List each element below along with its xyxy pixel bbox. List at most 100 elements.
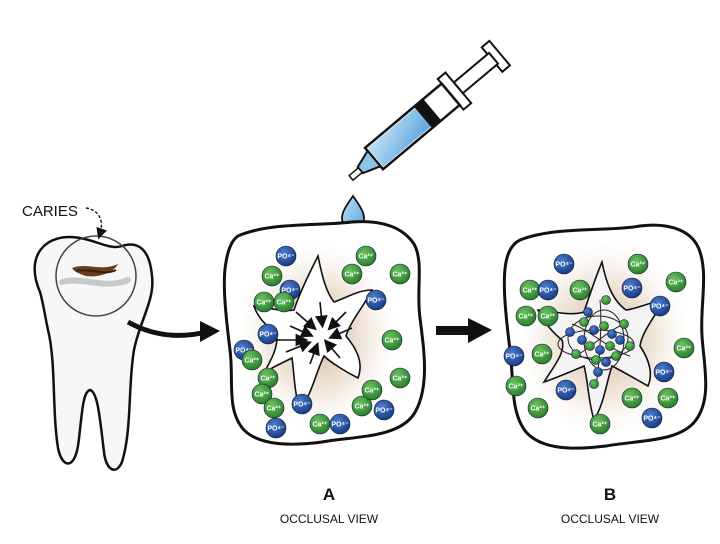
svg-text:Ca²⁺: Ca²⁺ (625, 396, 640, 403)
calcium-ion: Ca²⁺ (505, 375, 527, 397)
panel-b-ions: PO⁴⁻Ca²⁺Ca²⁺Ca²⁺PO⁴⁻Ca²⁺PO⁴⁻Ca²⁺Ca²⁺PO⁴⁻… (503, 253, 695, 435)
calcium-ion: Ca²⁺ (665, 271, 687, 293)
svg-text:Ca²⁺: Ca²⁺ (541, 314, 556, 321)
calcium-ion: Ca²⁺ (621, 387, 643, 409)
calcium-ion: Ca²⁺ (389, 367, 411, 389)
calcium-ion (601, 295, 611, 305)
svg-text:Ca²⁺: Ca²⁺ (255, 392, 270, 399)
phosphate-ion: PO⁴⁻ (373, 399, 395, 421)
svg-text:Ca²⁺: Ca²⁺ (677, 346, 692, 353)
calcium-ion: Ca²⁺ (251, 383, 273, 405)
svg-text:PO⁴⁻: PO⁴⁻ (235, 348, 253, 355)
phosphate-ion: PO⁴⁻ (291, 393, 313, 415)
svg-text:PO⁴⁻: PO⁴⁻ (643, 416, 661, 423)
svg-text:Ca²⁺: Ca²⁺ (531, 406, 546, 413)
svg-text:PO⁴⁻: PO⁴⁻ (623, 286, 641, 293)
svg-text:Ca²⁺: Ca²⁺ (573, 288, 588, 295)
phosphate-ion (601, 357, 611, 367)
phosphate-ion: PO⁴⁻ (329, 413, 351, 435)
phosphate-ion: PO⁴⁻ (365, 289, 387, 311)
svg-text:Ca²⁺: Ca²⁺ (355, 404, 370, 411)
phosphate-ion: PO⁴⁻ (503, 345, 525, 367)
svg-text:PO⁴⁻: PO⁴⁻ (557, 388, 575, 395)
panel-b: PO⁴⁻Ca²⁺Ca²⁺Ca²⁺PO⁴⁻Ca²⁺PO⁴⁻Ca²⁺Ca²⁺PO⁴⁻… (502, 223, 708, 450)
calcium-ion (589, 379, 599, 389)
calcium-ion: Ca²⁺ (537, 305, 559, 327)
phosphate-ion: PO⁴⁻ (555, 379, 577, 401)
phosphate-ion: PO⁴⁻ (265, 417, 287, 439)
calcium-ion: Ca²⁺ (351, 395, 373, 417)
svg-text:PO⁴⁻: PO⁴⁻ (655, 370, 673, 377)
calcium-ion: Ca²⁺ (519, 279, 541, 301)
calcium-ion (579, 317, 589, 327)
phosphate-ion (577, 335, 587, 345)
calcium-ion: Ca²⁺ (263, 397, 285, 419)
svg-text:PO⁴⁻: PO⁴⁻ (277, 254, 295, 261)
caries-pointer-arrow (85, 207, 108, 240)
phosphate-ion: PO⁴⁻ (275, 245, 297, 267)
calcium-ion (599, 321, 609, 331)
svg-text:Ca²⁺: Ca²⁺ (245, 358, 260, 365)
tooth-icon (33, 235, 154, 471)
phosphate-ion: PO⁴⁻ (257, 323, 279, 345)
caries-label: CARIES (22, 203, 78, 220)
calcium-ion: Ca²⁺ (627, 253, 649, 275)
svg-text:Ca²⁺: Ca²⁺ (313, 422, 328, 429)
calcium-ion: Ca²⁺ (589, 413, 611, 435)
svg-text:Ca²⁺: Ca²⁺ (535, 352, 550, 359)
calcium-ion: Ca²⁺ (361, 379, 383, 401)
svg-text:PO⁴⁻: PO⁴⁻ (293, 402, 311, 409)
calcium-ion: Ca²⁺ (241, 349, 263, 371)
phosphate-ion (565, 327, 575, 337)
panel-a-caption: OCCLUSAL VIEW (280, 512, 379, 526)
panel-a-inward-arrows (274, 301, 353, 365)
svg-text:Ca²⁺: Ca²⁺ (593, 422, 608, 429)
svg-text:Ca²⁺: Ca²⁺ (257, 300, 272, 307)
svg-text:Ca²⁺: Ca²⁺ (631, 262, 646, 269)
panel-b-letter: B (604, 485, 616, 504)
calcium-ion: Ca²⁺ (341, 263, 363, 285)
phosphate-ion (589, 325, 599, 335)
phosphate-ion (593, 367, 603, 377)
calcium-ion: Ca²⁺ (531, 343, 553, 365)
phosphate-ion (583, 307, 593, 317)
svg-text:PO⁴⁻: PO⁴⁻ (281, 288, 299, 295)
phosphate-ion (595, 345, 605, 355)
svg-text:Ca²⁺: Ca²⁺ (345, 272, 360, 279)
calcium-ion (571, 349, 581, 359)
phosphate-ion (607, 329, 617, 339)
calcium-ion (625, 341, 635, 351)
calcium-ion (611, 351, 621, 361)
svg-text:PO⁴⁻: PO⁴⁻ (651, 304, 669, 311)
phosphate-ion (615, 335, 625, 345)
calcium-ion (585, 341, 595, 351)
svg-text:Ca²⁺: Ca²⁺ (385, 338, 400, 345)
phosphate-ion: PO⁴⁻ (621, 277, 643, 299)
calcium-ion (619, 319, 629, 329)
panel-a: PO⁴⁻Ca²⁺Ca²⁺Ca²⁺Ca²⁺PO⁴⁻Ca²⁺Ca²⁺PO⁴⁻PO⁴⁻… (222, 220, 426, 446)
calcium-ion: Ca²⁺ (273, 291, 295, 313)
svg-text:Ca²⁺: Ca²⁺ (669, 280, 684, 287)
syringe-icon (348, 39, 512, 182)
calcium-ion (591, 355, 601, 365)
calcium-ion: Ca²⁺ (309, 413, 331, 435)
svg-text:PO⁴⁻: PO⁴⁻ (555, 262, 573, 269)
calcium-ion: Ca²⁺ (515, 305, 537, 327)
panel-b-caption: OCCLUSAL VIEW (561, 512, 660, 526)
calcium-ion: Ca²⁺ (253, 291, 275, 313)
svg-text:Ca²⁺: Ca²⁺ (523, 288, 538, 295)
phosphate-ion: PO⁴⁻ (653, 361, 675, 383)
calcium-ion: Ca²⁺ (673, 337, 695, 359)
phosphate-ion: PO⁴⁻ (641, 407, 663, 429)
svg-text:PO⁴⁻: PO⁴⁻ (267, 426, 285, 433)
panel-b-deposited-ions (565, 295, 635, 389)
svg-text:PO⁴⁻: PO⁴⁻ (259, 332, 277, 339)
svg-text:Ca²⁺: Ca²⁺ (509, 384, 524, 391)
svg-text:PO⁴⁻: PO⁴⁻ (539, 288, 557, 295)
svg-text:Ca²⁺: Ca²⁺ (661, 396, 676, 403)
svg-text:PO⁴⁻: PO⁴⁻ (375, 408, 393, 415)
svg-text:Ca²⁺: Ca²⁺ (519, 314, 534, 321)
arrow-icon (126, 319, 220, 342)
calcium-ion: Ca²⁺ (389, 263, 411, 285)
